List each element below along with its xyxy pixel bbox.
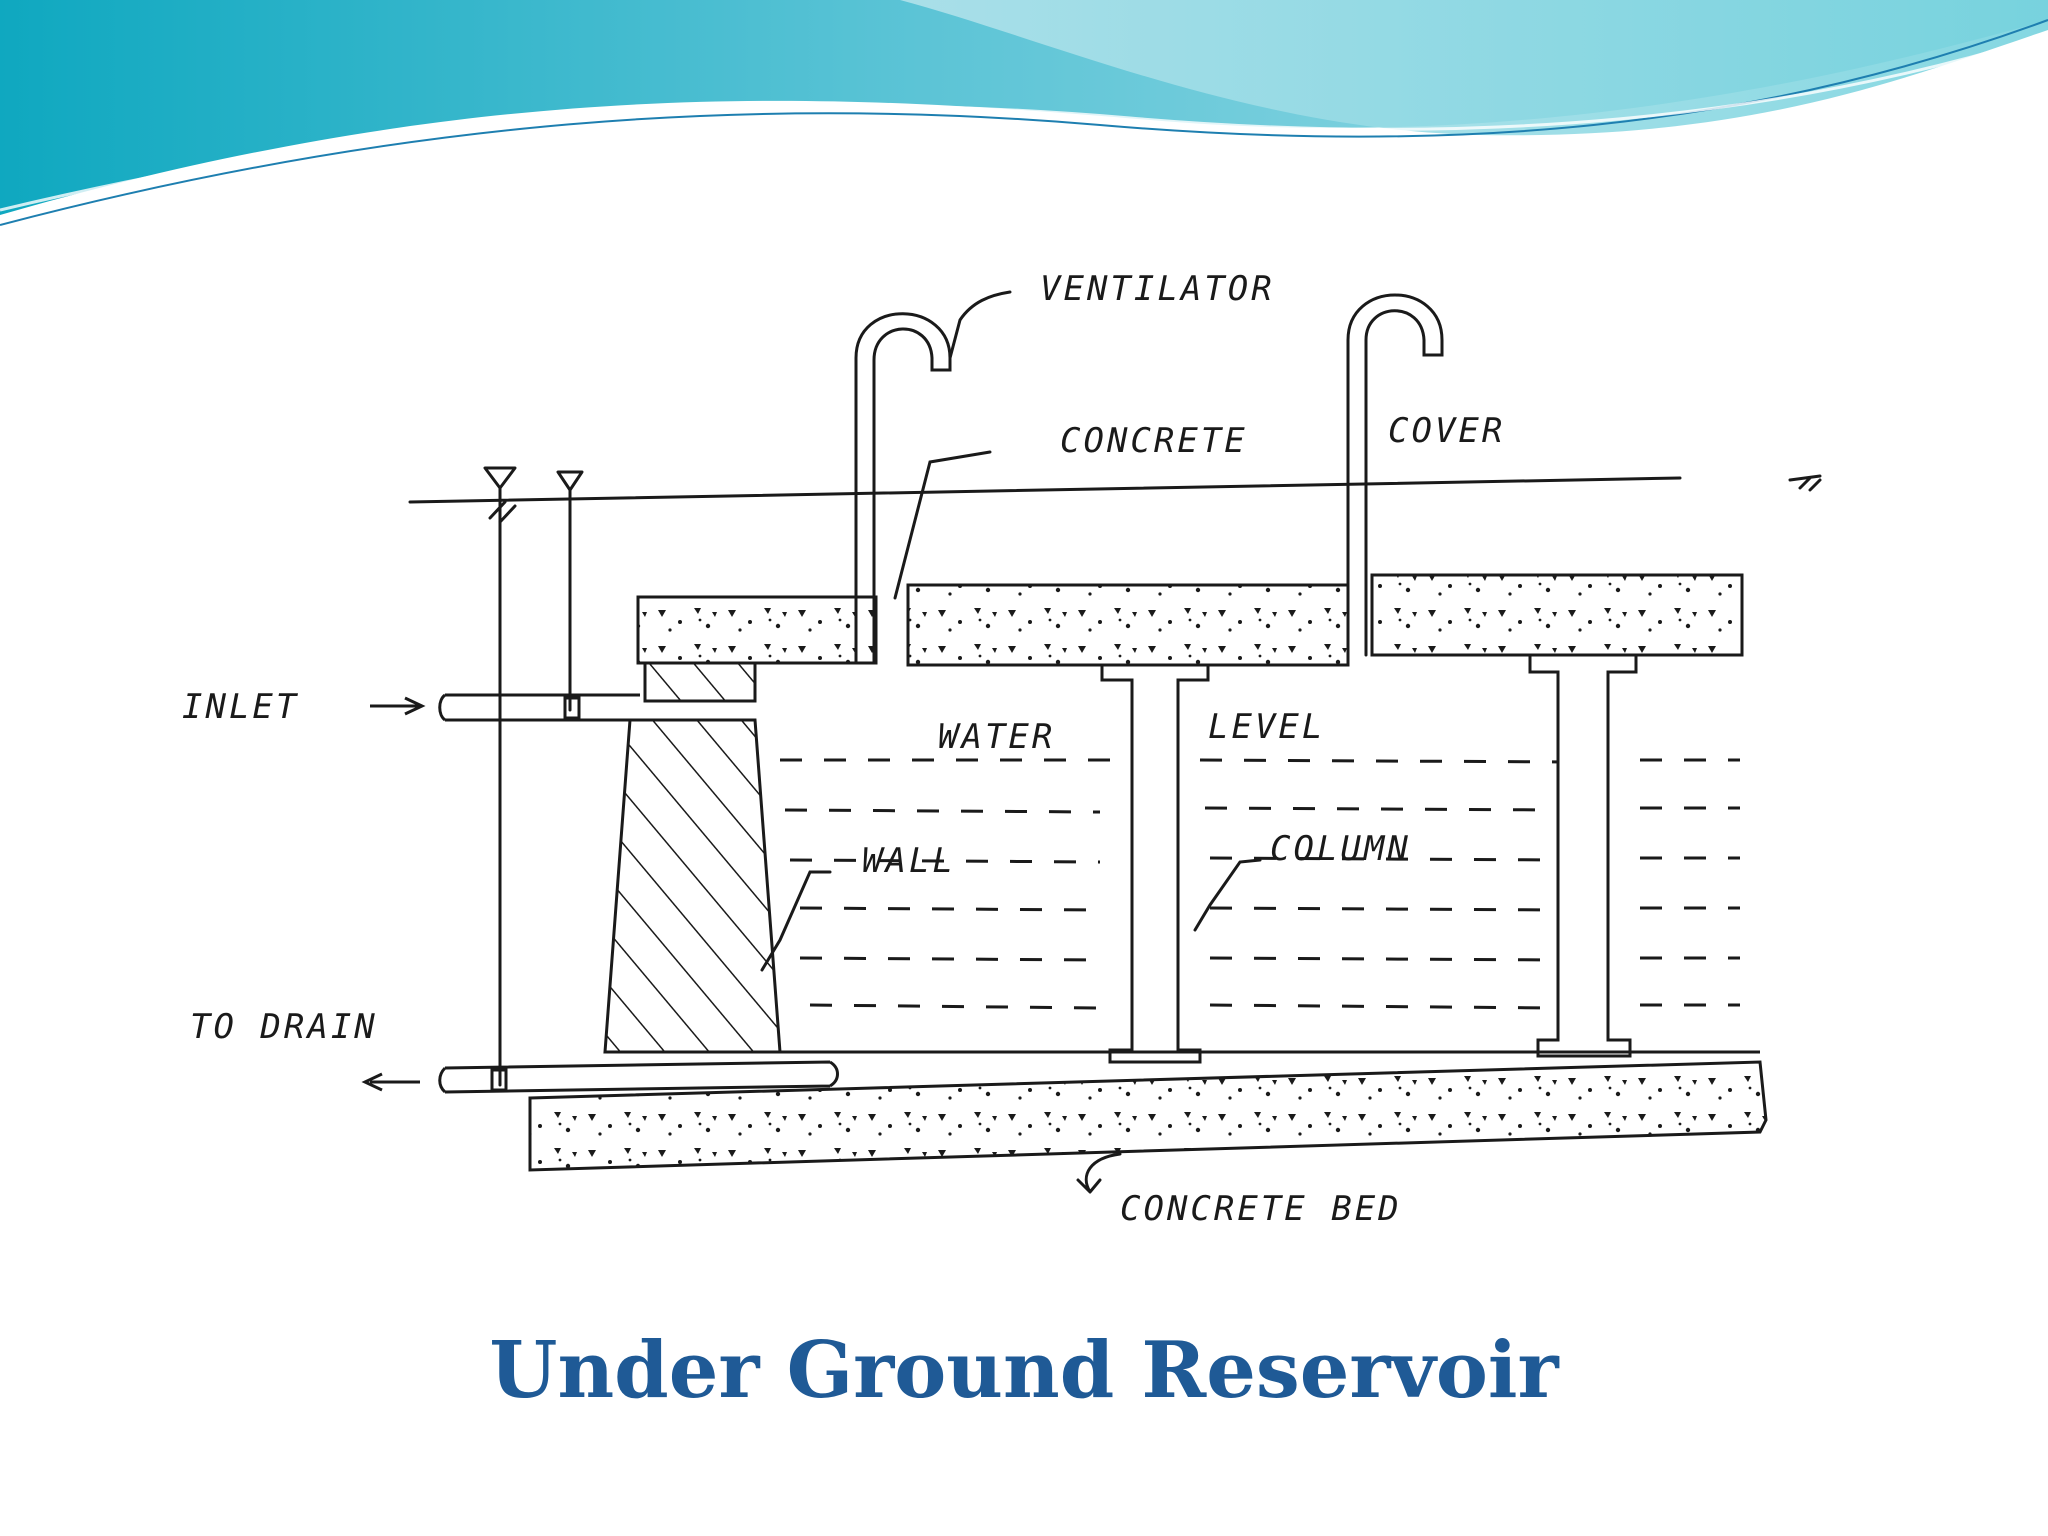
- column-right: [1528, 653, 1638, 1058]
- slide-title: Under Ground Reservoir: [489, 1325, 1559, 1416]
- columns: [1100, 653, 1638, 1064]
- label-water: WATER: [938, 717, 1055, 757]
- wall-block-top: [643, 661, 757, 703]
- ground-level-symbol: [1788, 474, 1822, 492]
- wall: [603, 718, 782, 1054]
- label-concrete: CONCRETE: [1060, 421, 1248, 461]
- header-wave-decoration: [0, 0, 2048, 226]
- label-to-drain: TO DRAIN: [190, 1007, 378, 1047]
- inlet-pipe: [438, 693, 640, 722]
- concrete-cover: [636, 573, 1744, 667]
- drain-pipe: [438, 1060, 839, 1094]
- concrete-bed: [528, 1060, 1768, 1172]
- concrete-cover-leader: [893, 450, 992, 600]
- diagram-labels: VENTILATOR CONCRETE COVER INLET WATER LE…: [182, 269, 1505, 1229]
- label-wall: WALL: [862, 841, 956, 881]
- label-concrete-bed: CONCRETE BED: [1120, 1189, 1402, 1229]
- label-inlet: INLET: [182, 687, 299, 727]
- inlet-arrow: [370, 696, 426, 716]
- column-left: [1100, 663, 1210, 1064]
- label-cover: COVER: [1388, 411, 1505, 451]
- wall-leader: [760, 870, 832, 972]
- label-ventilator: VENTILATOR: [1040, 269, 1275, 309]
- concrete-bed-leader: [1076, 1152, 1122, 1194]
- ventilator-pipe-right: [1346, 293, 1444, 657]
- water-dashes: [780, 758, 1740, 1010]
- reservoir-diagram: VENTILATOR CONCRETE COVER INLET WATER LE…: [182, 269, 1822, 1229]
- drain-arrow: [361, 1072, 420, 1092]
- ground-level-symbol: [483, 466, 517, 524]
- label-level: LEVEL: [1208, 707, 1325, 747]
- ventilator-leader: [948, 290, 1012, 360]
- column-leader: [1193, 858, 1262, 932]
- ground-level-symbol: [556, 470, 584, 492]
- ground-line: [408, 476, 1682, 504]
- label-column: COLUMN: [1270, 829, 1411, 869]
